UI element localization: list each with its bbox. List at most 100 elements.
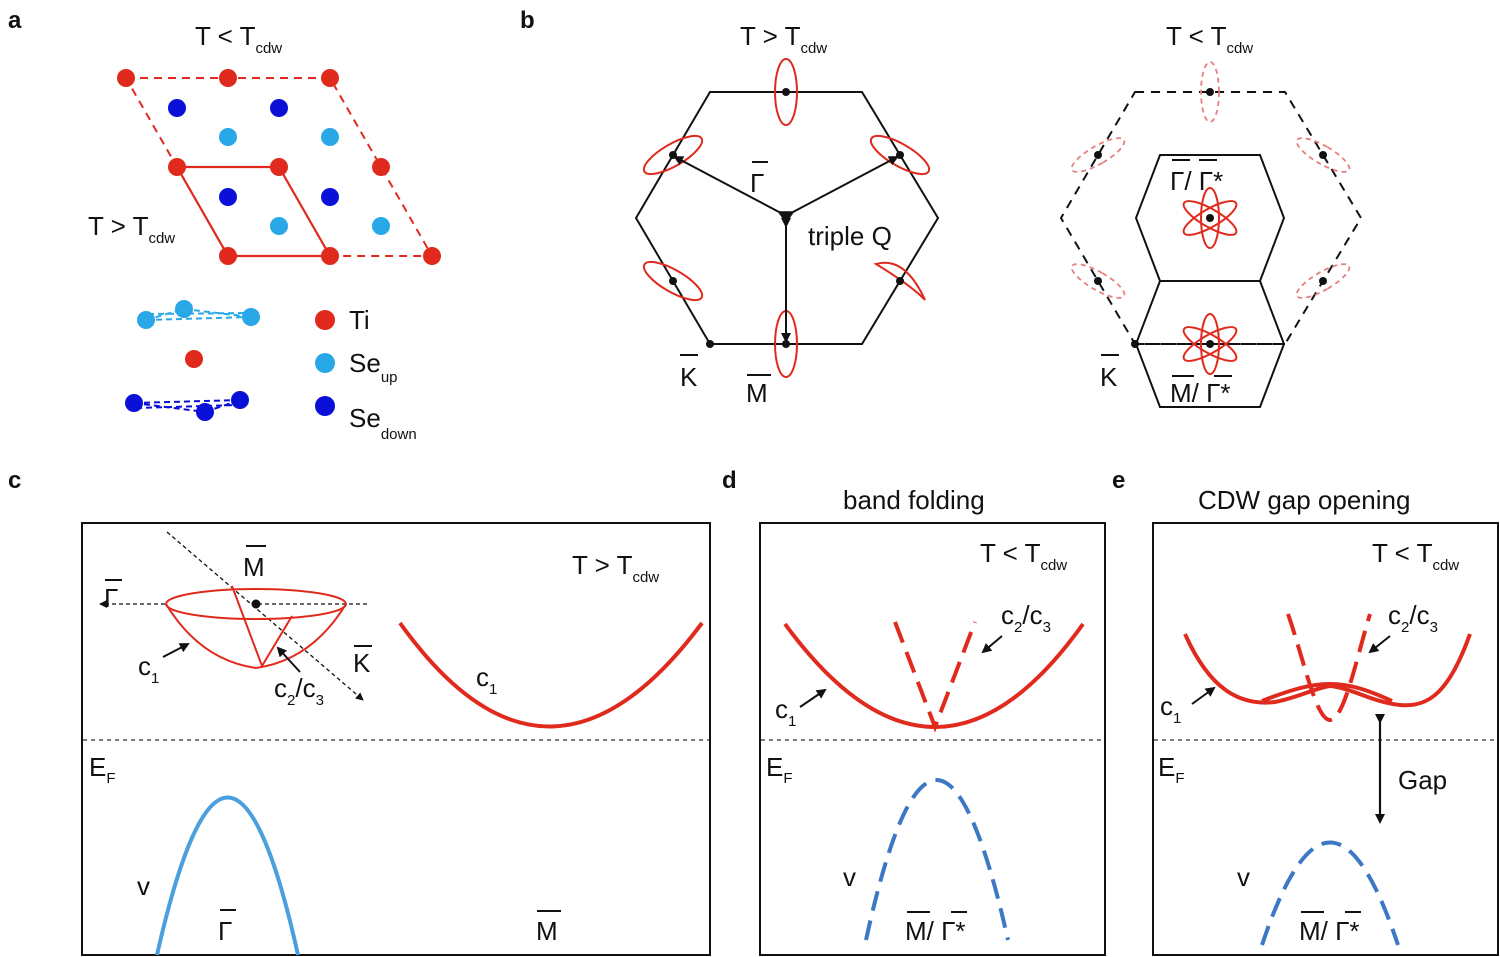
- se-down-atom: [196, 403, 214, 421]
- band-c23-label: c2/c3: [1001, 600, 1051, 636]
- panel-c-ef-label: EF: [89, 752, 116, 787]
- band-c1: [398, 621, 704, 729]
- m-gamma-star-label: M/ Γ*: [1170, 378, 1231, 408]
- panel-c-frame: [81, 522, 711, 956]
- gap-label: Gap: [1398, 765, 1447, 795]
- gamma-label: Γ: [750, 168, 764, 198]
- se-up-atom: [219, 128, 237, 146]
- panel-d-label: d: [722, 467, 737, 494]
- legend-ti-label: Ti: [349, 305, 370, 335]
- inset-c23-label: c2/c3: [274, 673, 324, 709]
- axis-m-label: M: [536, 916, 558, 946]
- band-v-folded: [864, 778, 1010, 941]
- panel-e-ef-label: EF: [1158, 752, 1185, 787]
- axis-m-gamma-star-label: M/ Γ*: [905, 916, 966, 946]
- panel-a-label: a: [8, 7, 22, 34]
- side-view-structure: [125, 300, 260, 421]
- panel-e-frame: [1152, 522, 1499, 956]
- axis-gamma-label: Γ: [218, 916, 232, 946]
- panel-d-heading: band folding: [843, 485, 985, 515]
- fermi-pocket: [873, 261, 926, 301]
- band-v-label: v: [843, 862, 856, 892]
- ti-atom: [219, 247, 237, 265]
- se-down-atom: [219, 188, 237, 206]
- se-down-atom: [125, 394, 143, 412]
- se-up-atom: [372, 217, 390, 235]
- panel-b-left-title: T > Tcdw: [740, 21, 827, 57]
- panel-d-title: T < Tcdw: [980, 538, 1067, 574]
- band-v: [155, 795, 300, 956]
- band-c1-label: c1: [1160, 691, 1181, 727]
- band-c1-label: c1: [775, 694, 796, 730]
- panel-d-ef-label: EF: [766, 752, 793, 787]
- panel-e: e CDW gap opening T < Tcdw EF c1 c2/c3 G…: [1112, 467, 1499, 956]
- fermi-pocket: [774, 58, 798, 126]
- inset-c1-label: c1: [138, 651, 159, 687]
- panel-d: d band folding T < Tcdw EF c1 c2/c3 v M/…: [722, 467, 1106, 956]
- panel-a-mid-title: T > Tcdw: [88, 211, 175, 247]
- panel-b: b T > Tcdw Γ triple: [520, 7, 1363, 408]
- ti-atom: [168, 158, 186, 176]
- right-k-point-label: K: [1100, 362, 1118, 392]
- se-down-atom: [231, 391, 249, 409]
- se-up-atom: [175, 300, 193, 318]
- legend-ti-swatch: [315, 310, 335, 330]
- fermi-pocket: [642, 260, 704, 302]
- band-c23-gapped: [1286, 613, 1372, 723]
- band-c1: [783, 622, 1085, 729]
- panel-a-top-title: T < Tcdw: [195, 21, 282, 57]
- legend-se-down-label: Sedown: [349, 403, 417, 443]
- ti-atom: [321, 69, 339, 87]
- se-up-atom: [242, 308, 260, 326]
- panel-c-label: c: [8, 467, 21, 494]
- se-up-atom: [321, 128, 339, 146]
- k-point-label: K: [680, 362, 698, 392]
- band-v-label: v: [137, 871, 150, 901]
- triple-q-arrows: [673, 156, 899, 343]
- panel-a: a T < Tcdw T > Tcdw: [8, 7, 441, 443]
- panel-b-label: b: [520, 7, 535, 34]
- ti-atom: [270, 158, 288, 176]
- legend-se-up-label: Seup: [349, 348, 398, 386]
- se-down-atom: [270, 99, 288, 117]
- right-bz-dots: [1094, 88, 1327, 348]
- panel-b-right-title: T < Tcdw: [1166, 21, 1253, 57]
- band-v-label: v: [1237, 862, 1250, 892]
- panel-e-heading: CDW gap opening: [1198, 485, 1410, 515]
- lattice-atoms: [117, 69, 441, 265]
- se-up-atom: [137, 311, 155, 329]
- ti-atom: [117, 69, 135, 87]
- se-down-atom: [321, 188, 339, 206]
- panel-c: c T > Tcdw EF M Γ K c1 c2/c3 c1: [8, 467, 711, 956]
- band-c23-label: c2/c3: [1388, 600, 1438, 636]
- original-bz-dashed: [1059, 91, 1363, 345]
- ti-atom: [423, 247, 441, 265]
- band-c1-label: c1: [476, 662, 497, 698]
- band-c23-folded: [893, 621, 977, 733]
- panel-d-frame: [759, 522, 1106, 956]
- gamma-star-label: Γ/ Γ*: [1170, 166, 1223, 196]
- legend-se-up-swatch: [315, 353, 335, 373]
- se-up-atom: [270, 217, 288, 235]
- band-c1-gapped: [1183, 633, 1472, 708]
- panel-e-label: e: [1112, 467, 1125, 494]
- axis-m-gamma-star-label: M/ Γ*: [1299, 916, 1360, 946]
- unit-cell-outline: [175, 165, 332, 258]
- inset-gamma-label: Γ: [104, 583, 118, 613]
- panel-c-title: T > Tcdw: [572, 550, 659, 586]
- faint-m-pockets: [1070, 61, 1351, 299]
- band-cone-inset: M Γ K c1 c2/c3: [99, 531, 372, 709]
- ti-atom: [219, 69, 237, 87]
- inset-k-label: K: [353, 648, 371, 678]
- panel-e-title: T < Tcdw: [1372, 538, 1459, 574]
- ti-atom: [372, 158, 390, 176]
- triple-q-label: triple Q: [808, 221, 892, 251]
- m-point-label: M: [746, 378, 768, 408]
- legend-se-down-swatch: [315, 396, 335, 416]
- folded-pockets-top: [1182, 187, 1238, 249]
- ti-atom: [321, 247, 339, 265]
- brillouin-zone-hexagon: [634, 91, 940, 345]
- ti-atom: [185, 350, 203, 368]
- se-down-atom: [168, 99, 186, 117]
